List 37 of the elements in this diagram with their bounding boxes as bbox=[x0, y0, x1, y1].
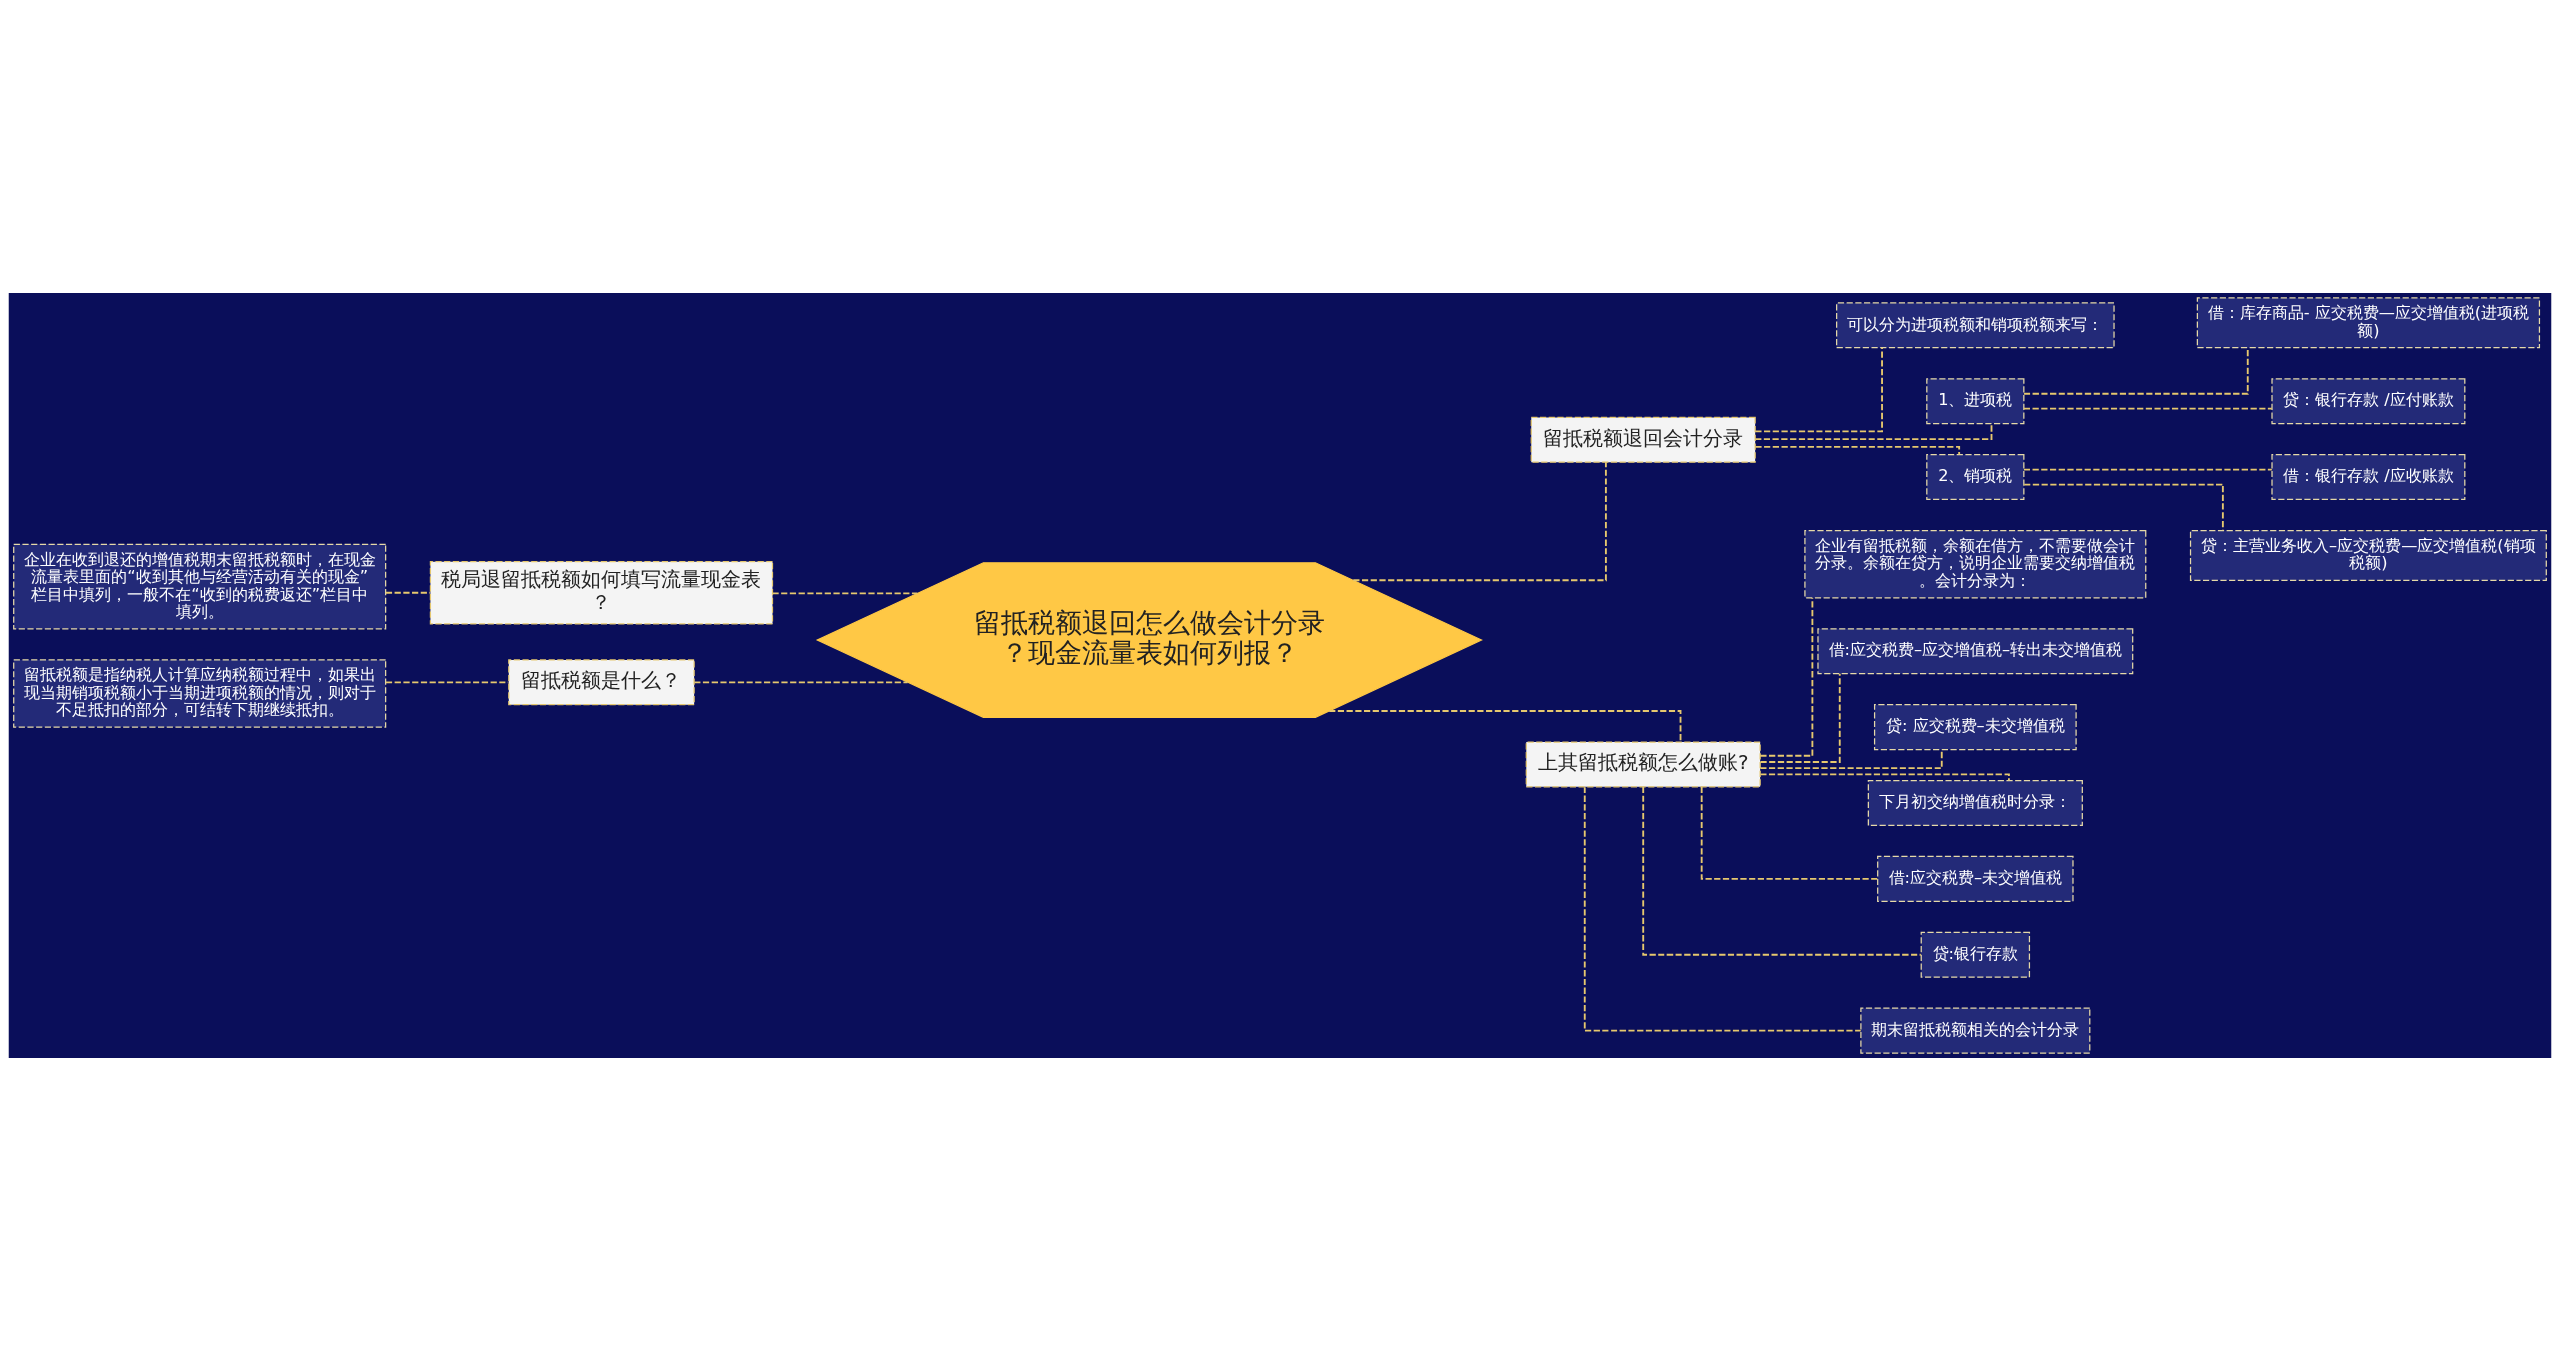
node-box: 贷：主营业务收入–应交税费—应交增值税(销项税额) bbox=[2189, 529, 2547, 581]
node-box: 借：银行存款 /应收账款 bbox=[2271, 454, 2466, 501]
node-box: 可以分为进项税额和销项税额来写： bbox=[1836, 302, 2115, 349]
connector bbox=[771, 592, 919, 595]
connector bbox=[1754, 346, 1883, 433]
connector bbox=[1759, 773, 2010, 782]
node-box: 留抵税额退回会计分录 bbox=[1530, 416, 1756, 463]
connector bbox=[1328, 710, 1682, 743]
connector bbox=[1759, 672, 1841, 763]
node-box: 借:应交税费–未交增值税 bbox=[1877, 855, 2074, 902]
connector bbox=[2023, 407, 2273, 410]
connector bbox=[2023, 347, 2249, 395]
connector bbox=[384, 591, 432, 594]
connector bbox=[1754, 446, 1961, 456]
node-box: 2、销项税 bbox=[1926, 454, 2025, 501]
node-box: 借:应交税费–应交增值税–转出未交增值税 bbox=[1817, 628, 2134, 675]
node-box: 贷: 应交税费–未交增值税 bbox=[1873, 704, 2077, 751]
node-box: 企业有留抵税额，余额在借方，不需要做会计分录。余额在贷方，说明企业需要交纳增值税。会计分录为： bbox=[1804, 529, 2147, 599]
connector bbox=[693, 681, 909, 684]
node-box: 上其留抵税额怎么做账? bbox=[1525, 741, 1761, 788]
node-box: 1、进项税 bbox=[1926, 378, 2025, 425]
node-box: 留抵税额是指纳税人计算应纳税额过程中，如果出现当期销项税额小于当期进项税额的情况，则对于不足抵扣的部分，可结转下期继续抵扣。 bbox=[13, 659, 387, 728]
node-box: 税局退留抵税额如何填写流量现金表？ bbox=[429, 561, 774, 625]
connector bbox=[1642, 786, 1922, 956]
connector bbox=[1700, 786, 1879, 880]
connector bbox=[2023, 468, 2273, 471]
connector bbox=[1583, 786, 1862, 1032]
node-box: 企业在收到退还的增值税期末留抵税额时，在现金流量表里面的“收到其他与经营活动有关的现金”栏目中填列，一般不在“收到的税费返还”栏目中填列。 bbox=[13, 543, 387, 630]
node-box: 贷:银行存款 bbox=[1920, 931, 2031, 978]
node-box: 期末留抵税额相关的会计分录 bbox=[1860, 1007, 2091, 1054]
node-box: 贷：银行存款 /应付账款 bbox=[2271, 378, 2466, 425]
node-box: 下月初交纳增值税时分录： bbox=[1867, 780, 2083, 826]
connector bbox=[1759, 597, 1814, 757]
node-box: 留抵税额是什么？ bbox=[508, 659, 695, 706]
connector bbox=[1352, 461, 1607, 582]
connector bbox=[1754, 422, 1993, 441]
node-box: 借：库存商品- 应交税费—应交增值税(进项税额) bbox=[2196, 297, 2541, 349]
